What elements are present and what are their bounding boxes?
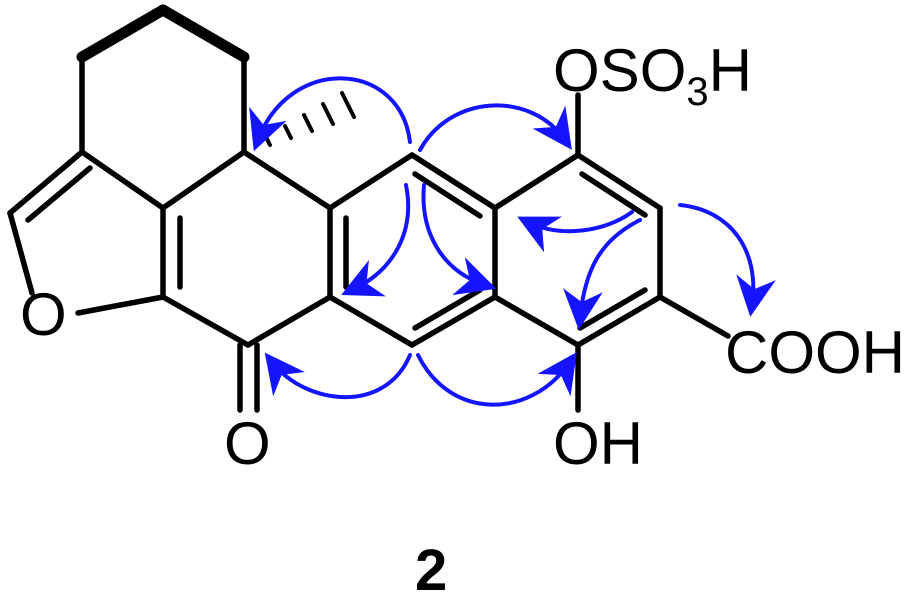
sulfate-main: OSO	[553, 37, 686, 104]
furan-oxygen-label: O	[20, 281, 67, 348]
arrow-top-to-left-ring	[341, 183, 411, 297]
sulfate-label: OSO3H	[553, 37, 752, 114]
compound-number: 2	[415, 538, 447, 597]
sulfate-tail: H	[709, 37, 752, 104]
carboxyl-label: COOH	[725, 319, 905, 386]
arrow-ch-to-fusion	[517, 210, 634, 253]
arrow-ch-to-carboxyl	[678, 203, 776, 317]
ketone-oxygen-label: O	[224, 410, 271, 477]
hmbc-arrows	[249, 76, 776, 407]
arrow-top-to-sulfate-carbon	[418, 103, 572, 152]
hydroxyl-label: OH	[553, 410, 643, 477]
methyl-hashed-wedge	[264, 91, 356, 147]
arrow-bottom-to-oh-carbon	[416, 352, 577, 407]
arrow-top-to-quaternary	[249, 76, 412, 152]
arrow-top-to-ring-fusion	[421, 183, 497, 296]
arrow-ch-to-oh-carbon	[563, 218, 642, 330]
arrow-bottom-to-ketone	[264, 352, 412, 400]
sulfate-subscript: 3	[686, 70, 708, 114]
atom-labels: OSO3H COOH OH O O	[20, 37, 905, 477]
